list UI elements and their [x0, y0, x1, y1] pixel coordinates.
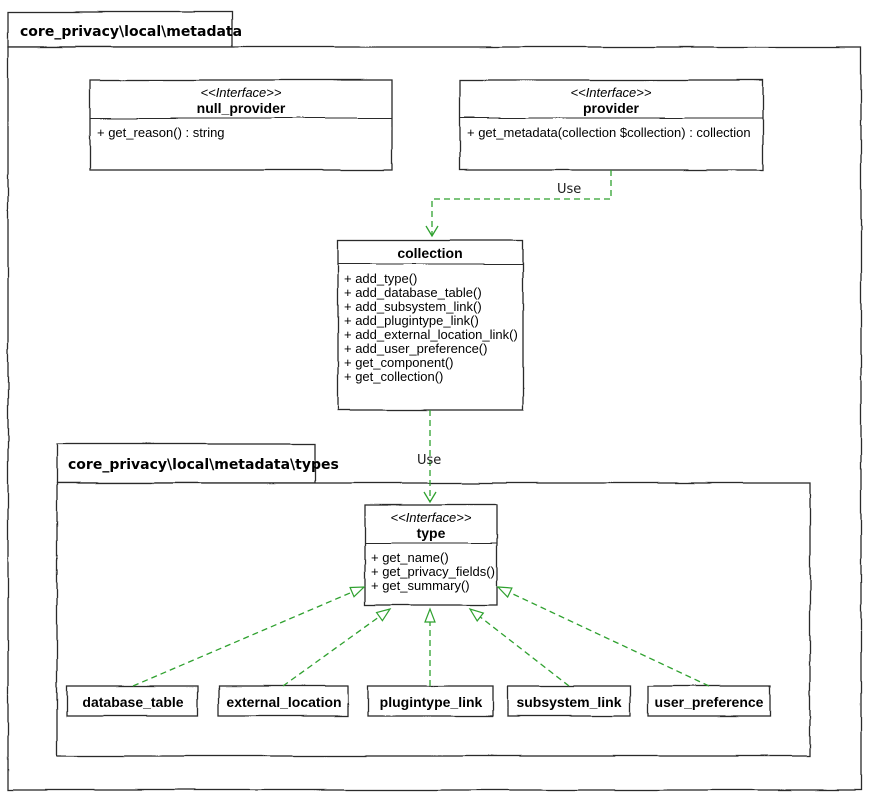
class-name-plugintype-link: plugintype_link — [380, 694, 483, 710]
class-name-database-table: database_table — [82, 694, 183, 710]
use-label-collection-type: Use — [417, 453, 441, 468]
text-layer: core_privacy\local\metadata core_privacy… — [20, 24, 764, 710]
class-name-provider: provider — [583, 100, 640, 116]
class-box-null-provider — [89, 79, 393, 171]
method-line: + add_database_table() — [344, 285, 482, 300]
method-line: + add_external_location_link() — [344, 327, 518, 342]
class-name-type: type — [417, 525, 446, 541]
package-metadata-label: core_privacy\local\metadata — [20, 24, 242, 40]
dependency-arrow-provider-collection — [425, 170, 612, 238]
method-line: + get_reason() : string — [97, 125, 225, 140]
method-line: + add_subsystem_link() — [344, 299, 482, 314]
method-line: + get_component() — [344, 355, 453, 370]
class-box-user-preference — [647, 685, 771, 717]
class-name-null-provider: null_provider — [197, 100, 286, 116]
class-name-subsystem-link: subsystem_link — [516, 694, 621, 710]
class-box-type — [364, 504, 498, 606]
method-line: + get_collection() — [344, 369, 443, 384]
class-name-collection: collection — [397, 245, 462, 261]
stereotype-type: <<Interface>> — [391, 510, 472, 525]
method-line: + add_plugintype_link() — [344, 313, 479, 328]
method-line: + get_privacy_fields() — [371, 564, 495, 579]
method-line: + get_summary() — [371, 578, 470, 593]
class-box-plugintype-link — [367, 685, 494, 717]
use-label-provider-collection: Use — [557, 182, 581, 197]
realization-arrow-database-table-type — [132, 586, 366, 687]
class-box-collection — [337, 239, 524, 411]
stereotype-null-provider: <<Interface>> — [201, 85, 282, 100]
stereotype-provider: <<Interface>> — [571, 85, 652, 100]
realization-arrow-subsystem-link-type — [468, 607, 570, 687]
package-types-label: core_privacy\local\metadata\types — [68, 457, 339, 473]
package-metadata-tab — [7, 11, 233, 48]
edge-layer — [132, 170, 710, 687]
class-box-provider — [459, 79, 764, 171]
realization-arrow-external-location-type — [282, 608, 392, 687]
method-line: + add_type() — [344, 271, 417, 286]
class-name-external-location: external_location — [226, 694, 341, 710]
realization-arrow-user-preference-type — [496, 586, 710, 687]
method-line: + add_user_preference() — [344, 341, 487, 356]
method-line: + get_name() — [371, 550, 449, 565]
class-box-database-table — [66, 685, 199, 717]
class-box-subsystem-link — [507, 685, 631, 717]
class-name-user-preference: user_preference — [655, 694, 764, 710]
method-line: + get_metadata(collection $collection) :… — [467, 125, 751, 140]
